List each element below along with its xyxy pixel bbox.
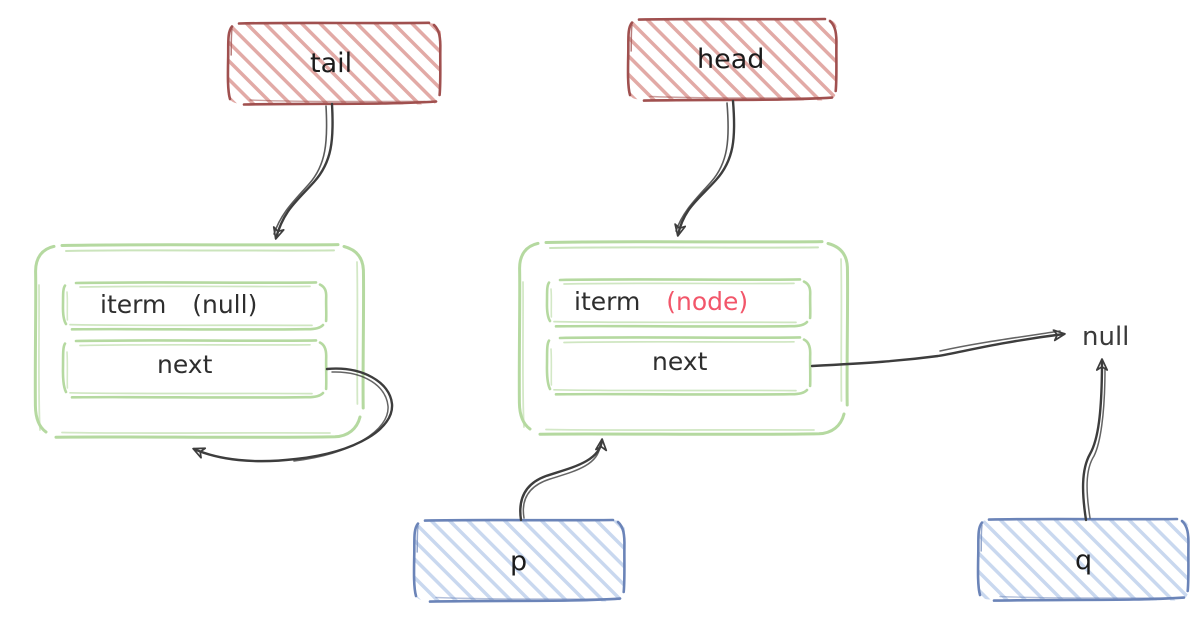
var-box-q[interactable] (976, 517, 1190, 602)
node-right-next-label: next (652, 347, 708, 376)
node-right-iterm-value: (node) (666, 287, 749, 316)
node-right-iterm-name: iterm (574, 287, 641, 316)
edge-right-next-to-null (810, 331, 1064, 368)
node-left-next-label: next (157, 350, 213, 379)
pointer-box-head-label: head (697, 44, 765, 75)
node-field-right-iterm[interactable] (545, 278, 812, 328)
node-field-left-next[interactable] (61, 339, 328, 399)
var-box-p-label: p (510, 546, 528, 577)
node-right-iterm-label: iterm (node) (574, 289, 748, 314)
pointer-box-head[interactable] (626, 17, 838, 102)
edge-head-to-right-node (676, 99, 736, 235)
node-field-left-iterm[interactable] (61, 281, 328, 331)
null-terminal-label: null (1082, 322, 1130, 352)
edge-p-to-right-node (519, 440, 602, 522)
node-left-iterm-name: iterm (100, 290, 167, 319)
edge-q-to-null (1081, 360, 1105, 522)
var-box-p[interactable] (412, 518, 626, 603)
node-field-right-next[interactable] (545, 336, 812, 396)
node-left-iterm-value: (null) (192, 290, 258, 319)
node-left-iterm-label: iterm (null) (100, 292, 257, 317)
edge-tail-to-left-node (274, 102, 334, 238)
pointer-box-tail[interactable] (226, 21, 442, 106)
pointer-box-tail-label: tail (310, 48, 353, 79)
edge-left-next-self-loop (194, 367, 394, 463)
var-box-q-label: q (1075, 545, 1093, 576)
